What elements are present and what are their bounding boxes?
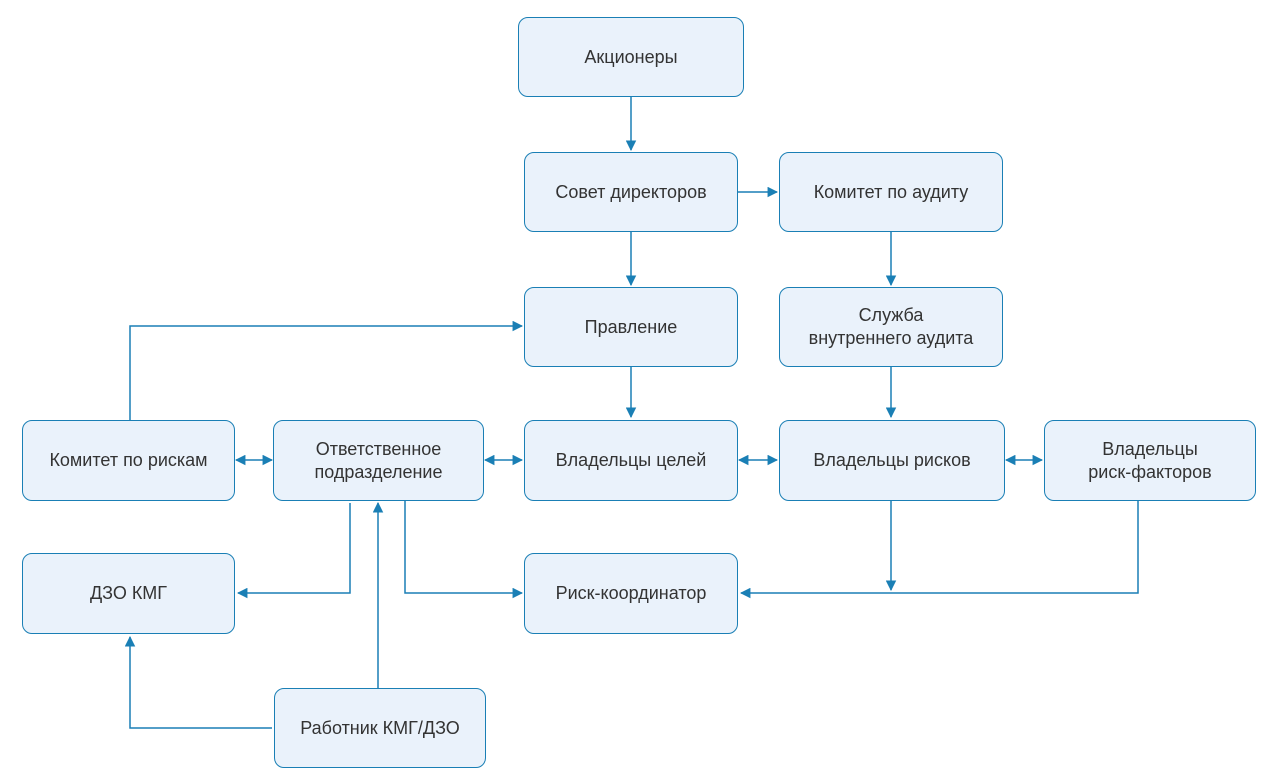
arrow-risk-committee-management <box>129 320 524 420</box>
node-risk-coordinator: Риск-координатор <box>524 553 738 634</box>
node-risk-committee: Комитет по рискам <box>22 420 235 501</box>
arrow-responsible-unit-subsidiaries <box>236 503 351 599</box>
node-board: Совет директоров <box>524 152 738 232</box>
node-goal-owners-label: Владельцы целей <box>555 450 707 470</box>
arrow-risk-factor-owners-risk-coordinator <box>739 501 1139 599</box>
node-shareholders: Акционеры <box>518 17 744 97</box>
arrow-employee-subsidiaries <box>124 635 272 729</box>
node-risk-owners-label: Владельцы рисков <box>813 450 971 470</box>
node-management: Правление <box>524 287 738 367</box>
node-goal-owners: Владельцы целей <box>524 420 738 501</box>
node-audit-committee-label: Комитет по аудиту <box>813 181 969 202</box>
node-risk-factor-owners: Владельцы риск-факторов <box>1044 420 1256 501</box>
node-risk-committee-label: Комитет по рискам <box>49 450 208 470</box>
node-risk-owners: Владельцы рисков <box>779 420 1005 501</box>
node-responsible-unit-label: Ответственное подразделение <box>314 438 443 482</box>
node-employee: Работник КМГ/ДЗО <box>274 688 486 768</box>
node-shareholders-label: Акционеры <box>584 46 678 67</box>
node-audit-committee: Комитет по аудиту <box>779 152 1003 232</box>
node-risk-coordinator-label: Риск-координатор <box>555 583 707 603</box>
node-management-label: Правление <box>584 316 678 337</box>
node-employee-label: Работник КМГ/ДЗО <box>300 717 460 738</box>
node-responsible-unit: Ответственное подразделение <box>273 420 484 501</box>
node-board-label: Совет директоров <box>555 181 707 202</box>
node-internal-audit-label: Служба внутреннего аудита <box>808 305 974 348</box>
node-subsidiaries: ДЗО КМГ <box>22 553 235 634</box>
node-risk-factor-owners-label: Владельцы риск-факторов <box>1088 438 1212 482</box>
node-subsidiaries-label: ДЗО КМГ <box>89 583 168 603</box>
arrow-responsible-unit-risk-coordinator <box>404 501 524 599</box>
node-internal-audit: Служба внутреннего аудита <box>779 287 1003 367</box>
